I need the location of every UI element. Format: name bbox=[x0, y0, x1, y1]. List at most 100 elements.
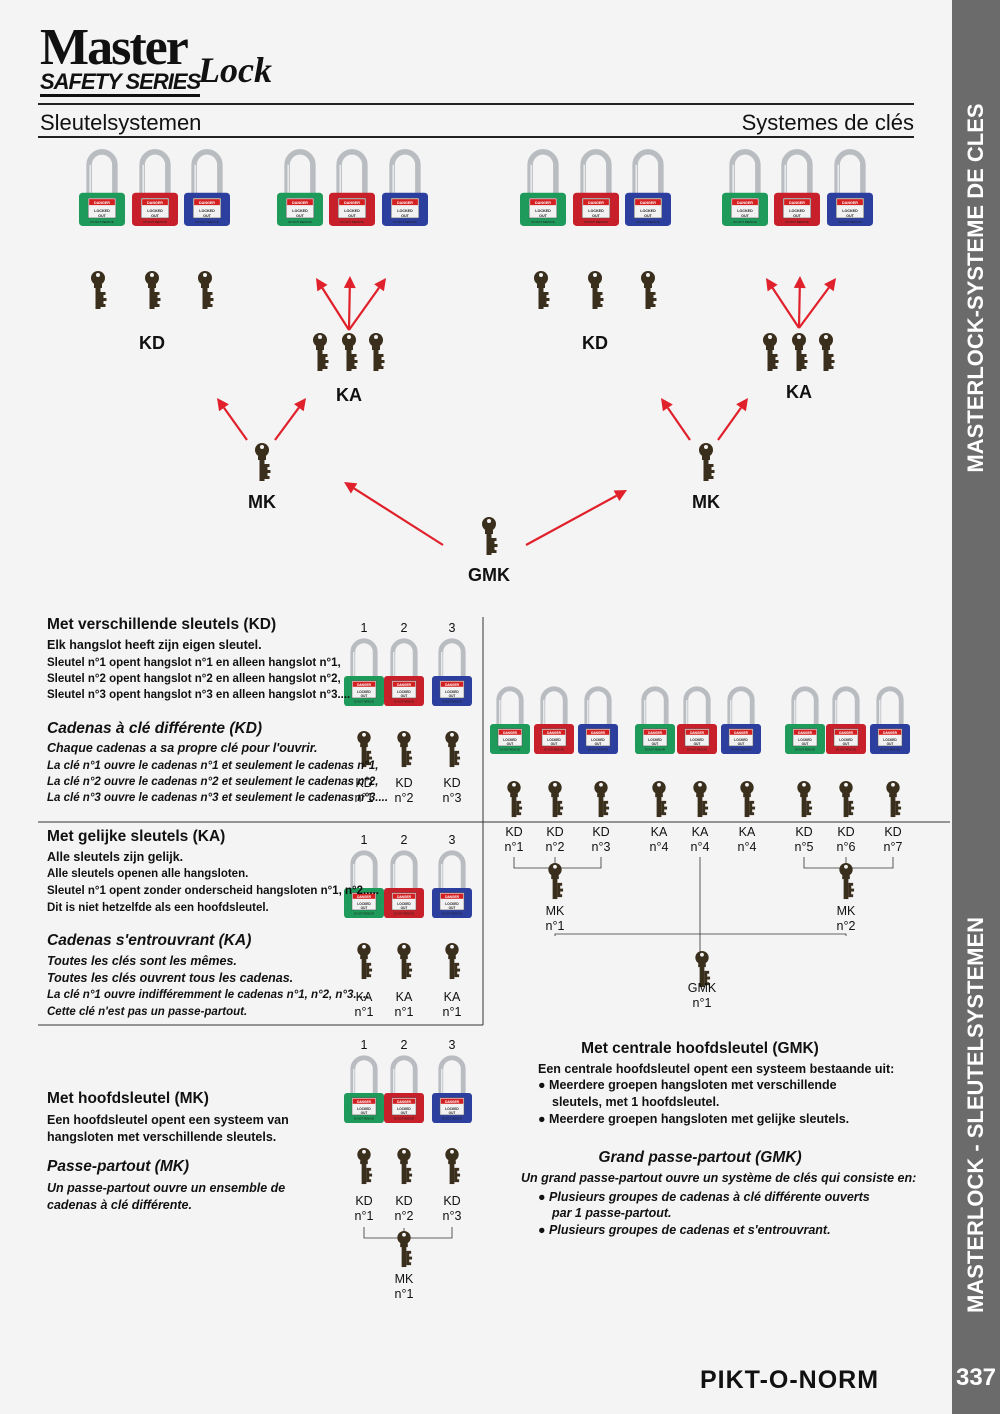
svg-text:DO NOT REMOVE: DO NOT REMOVE bbox=[354, 1117, 375, 1120]
svg-text:DO NOT REMOVE: DO NOT REMOVE bbox=[531, 220, 554, 224]
header-title-nl: Sleutelsystemen bbox=[40, 110, 202, 135]
diagram-label-mk-2: MK bbox=[692, 492, 720, 512]
svg-text:DANGER: DANGER bbox=[547, 731, 562, 735]
svg-text:DANGER: DANGER bbox=[344, 201, 360, 205]
svg-text:OUT: OUT bbox=[793, 214, 802, 218]
svg-text:DO NOT REMOVE: DO NOT REMOVE bbox=[354, 700, 375, 703]
logo-master: Master bbox=[40, 19, 189, 76]
svg-text:LOCKED: LOCKED bbox=[357, 690, 371, 694]
svg-text:DANGER: DANGER bbox=[94, 201, 110, 205]
svg-text:OUT: OUT bbox=[846, 214, 855, 218]
svg-text:DANGER: DANGER bbox=[789, 201, 805, 205]
arrow-8 bbox=[274, 398, 306, 441]
ka-text-fr-1: Toutes les clés ouvrent tous les cadenas… bbox=[47, 971, 294, 985]
svg-text:DANGER: DANGER bbox=[147, 201, 163, 205]
svg-text:DO NOT REMOVE: DO NOT REMOVE bbox=[645, 748, 666, 751]
mk-text-fr-0: Un passe-partout ouvre un ensemble de bbox=[47, 1181, 286, 1195]
key-14-icon bbox=[699, 443, 715, 481]
logo-lock: Lock bbox=[198, 50, 272, 90]
svg-text:DO NOT REMOVE: DO NOT REMOVE bbox=[544, 748, 565, 751]
kd-num-3: 3 bbox=[448, 621, 456, 635]
svg-text:OUT: OUT bbox=[802, 742, 809, 746]
svg-text:LOCKED: LOCKED bbox=[357, 902, 371, 906]
svg-text:LOCKED: LOCKED bbox=[798, 738, 812, 742]
svg-text:DANGER: DANGER bbox=[397, 1100, 412, 1104]
arrow-2 bbox=[343, 276, 356, 331]
svg-text:OUT: OUT bbox=[449, 906, 456, 910]
key-18-icon bbox=[445, 730, 461, 768]
diagram-label-ka-2: KA bbox=[786, 382, 812, 402]
svg-text:DANGER: DANGER bbox=[798, 731, 813, 735]
svg-text:LOCKED: LOCKED bbox=[445, 902, 459, 906]
svg-text:OUT: OUT bbox=[203, 214, 212, 218]
ka-text-nl-0: Alle sleutels zijn gelijk. bbox=[47, 850, 184, 864]
kd-text-nl-0: Elk hangslot heeft zijn eigen sleutel. bbox=[47, 638, 262, 652]
svg-text:LOCKED: LOCKED bbox=[690, 738, 704, 742]
key-24-icon bbox=[445, 1147, 461, 1185]
key-31-icon bbox=[740, 780, 756, 818]
kd-text-fr-2: La clé n°2 ouvre le cadenas n°2 et seule… bbox=[47, 776, 379, 788]
key-26-icon bbox=[507, 780, 523, 818]
svg-text:LOCKED: LOCKED bbox=[397, 690, 411, 694]
svg-text:DO NOT REMOVE: DO NOT REMOVE bbox=[836, 748, 857, 751]
svg-text:DANGER: DANGER bbox=[591, 731, 606, 735]
svg-text:DANGER: DANGER bbox=[648, 731, 663, 735]
svg-text:OUT: OUT bbox=[401, 694, 408, 698]
svg-text:DO NOT REMOVE: DO NOT REMOVE bbox=[354, 912, 375, 915]
key-19-icon bbox=[357, 942, 373, 980]
svg-text:LOCKED: LOCKED bbox=[397, 209, 413, 213]
svg-text:LOCKED: LOCKED bbox=[535, 209, 551, 213]
key-28-icon bbox=[594, 780, 610, 818]
svg-text:DANGER: DANGER bbox=[357, 1100, 372, 1104]
svg-text:LOCKED: LOCKED bbox=[397, 1107, 411, 1111]
key-22-icon bbox=[357, 1147, 373, 1185]
svg-text:DO NOT REMOVE: DO NOT REMOVE bbox=[687, 748, 708, 751]
svg-text:DANGER: DANGER bbox=[503, 731, 518, 735]
diagram-label-gmk: GMK bbox=[468, 565, 510, 585]
svg-text:DANGER: DANGER bbox=[839, 731, 854, 735]
mk-num-2: 2 bbox=[400, 1038, 408, 1052]
key-37-icon bbox=[695, 950, 711, 988]
svg-text:LOCKED: LOCKED bbox=[344, 209, 360, 213]
svg-text:DANGER: DANGER bbox=[734, 731, 749, 735]
svg-text:DO NOT REMOVE: DO NOT REMOVE bbox=[90, 220, 113, 224]
key-35-icon bbox=[548, 862, 564, 900]
arrow-12 bbox=[525, 490, 627, 546]
svg-text:DO NOT REMOVE: DO NOT REMOVE bbox=[731, 748, 752, 751]
mk-num-1: 1 bbox=[360, 1038, 368, 1052]
svg-text:LOCKED: LOCKED bbox=[737, 209, 753, 213]
ka-text-nl-3: Dit is niet hetzelfde als een hoofdsleut… bbox=[47, 902, 269, 914]
diagram-label-kd-2: KD bbox=[582, 333, 608, 353]
svg-text:OUT: OUT bbox=[741, 214, 750, 218]
arrow-10 bbox=[717, 398, 748, 441]
svg-text:LOCKED: LOCKED bbox=[734, 738, 748, 742]
svg-text:DANGER: DANGER bbox=[397, 895, 412, 899]
svg-text:DO NOT REMOVE: DO NOT REMOVE bbox=[838, 220, 861, 224]
arrow-9 bbox=[661, 398, 691, 441]
